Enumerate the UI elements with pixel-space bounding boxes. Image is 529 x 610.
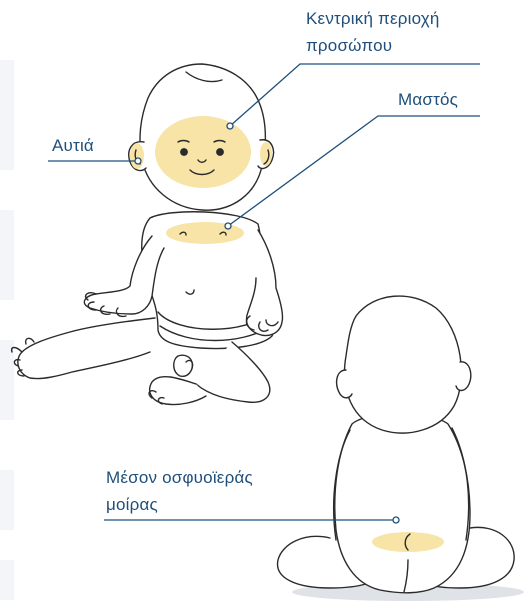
lumbar-label-line2: μοίρας <box>106 494 158 516</box>
ears-leader-dot <box>135 158 141 164</box>
chest-highlight <box>166 222 244 244</box>
left-ear-highlight <box>130 143 144 169</box>
ears-label: Αυτιά <box>52 135 94 157</box>
face-label-line1: Κεντρική περιοχή <box>306 8 440 30</box>
chest-label: Μαστός <box>398 89 458 111</box>
face-leader-dot <box>227 123 233 129</box>
lumbar-leader-dot <box>393 517 399 523</box>
face-highlight <box>155 116 251 188</box>
face-label-line2: προσώπου <box>306 35 392 57</box>
lumbar-label-line1: Μέσον οσφυοϊεράς <box>106 467 253 489</box>
chest-leader-dot <box>225 223 231 229</box>
